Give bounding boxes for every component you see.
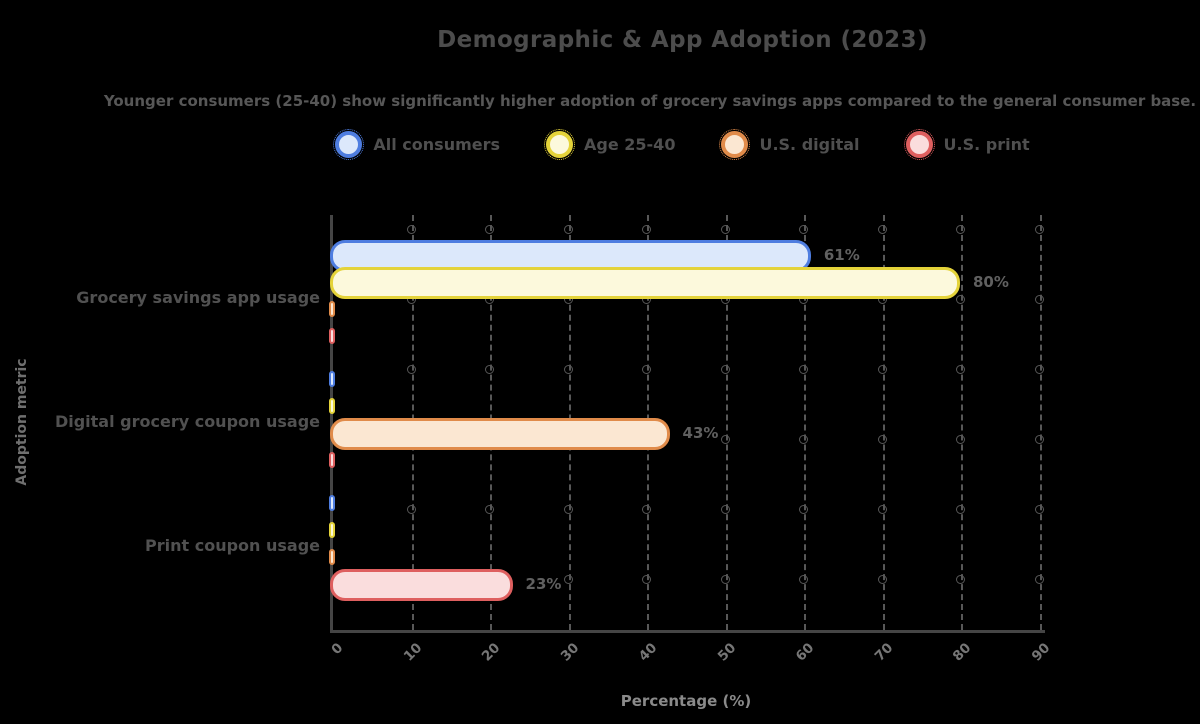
bar-value-label: 23% — [525, 575, 562, 593]
chart-title: Demographic & App Adoption (2023) — [437, 27, 928, 53]
x-tick-label: 70 — [871, 640, 896, 665]
category-label: Digital grocery coupon usage — [54, 412, 320, 431]
y-axis-title: Adoption metric — [14, 358, 30, 486]
legend-item: All consumers — [332, 128, 501, 161]
bar — [330, 267, 960, 299]
bar-value-label: 80% — [973, 273, 1009, 291]
legend-item: U.S. digital — [718, 128, 860, 161]
gridline-loop — [563, 225, 573, 234]
gridline-loop — [877, 505, 887, 514]
gridline-loop — [485, 365, 494, 374]
zero-bar-tick — [329, 452, 335, 468]
gridline-loop — [1034, 225, 1044, 234]
x-tick-label: 30 — [557, 640, 582, 665]
zero-bar-tick — [329, 301, 335, 317]
gridline-loop — [406, 365, 416, 374]
gridline-loop — [720, 505, 730, 514]
legend-marker-icon — [543, 128, 576, 161]
gridline-loop — [563, 365, 573, 374]
gridline-loop — [642, 365, 651, 374]
gridline-loop — [956, 365, 965, 374]
gridline — [961, 215, 963, 630]
x-axis-title: Percentage (%) — [620, 692, 752, 710]
gridline-loop — [720, 365, 730, 374]
gridline-loop — [406, 505, 416, 514]
zero-bar-tick — [329, 328, 335, 344]
x-tick-label: 10 — [400, 640, 425, 665]
gridline-loop — [877, 435, 887, 444]
category-label: Grocery savings app usage — [76, 288, 320, 307]
x-tick-label: 40 — [635, 640, 661, 665]
gridline-loop — [956, 575, 965, 584]
gridline — [1039, 215, 1042, 630]
legend: All consumers Age 25-40 U.S. digital U.S. p… — [165, 128, 1200, 161]
zero-bar-tick — [329, 371, 335, 387]
gridline-loop — [799, 435, 808, 444]
gridline-loop — [799, 575, 808, 584]
gridline — [882, 215, 885, 630]
legend-item: Age 25-40 — [543, 128, 676, 161]
gridline-loop — [1034, 575, 1044, 584]
zero-bar-tick — [329, 495, 335, 511]
x-tick-label: 20 — [478, 640, 504, 665]
legend-marker-icon — [332, 128, 365, 161]
gridline-loop — [956, 505, 965, 514]
gridline-loop — [1034, 505, 1044, 514]
legend-marker-icon — [718, 128, 751, 161]
chart-subtitle: Younger consumers (25-40) show significa… — [103, 92, 1197, 110]
category-label: Print coupon usage — [145, 536, 320, 555]
gridline-loop — [799, 365, 808, 374]
gridline-loop — [956, 225, 965, 234]
bar-value-label: 43% — [682, 424, 719, 442]
gridline-loop — [1034, 365, 1044, 374]
gridline-loop — [877, 365, 887, 374]
gridline-loop — [877, 225, 887, 234]
gridline-loop — [720, 435, 730, 444]
gridline-loop — [956, 295, 965, 304]
gridline-loop — [485, 225, 494, 234]
legend-label: U.S. digital — [759, 135, 860, 154]
legend-label: All consumers — [373, 135, 501, 154]
zero-bar-tick — [329, 398, 335, 414]
legend-item: U.S. print — [903, 128, 1030, 161]
gridline-loop — [563, 575, 573, 584]
x-tick-label: 90 — [1028, 640, 1053, 665]
zero-bar-tick — [329, 522, 335, 538]
bar — [330, 418, 670, 450]
plot-area: 0 10 20 30 40 50 60 70 80 90 61% 80% 43% 23% — [328, 215, 1053, 665]
bar — [330, 569, 513, 601]
x-tick-label: 80 — [949, 640, 975, 665]
gridline — [804, 215, 806, 630]
gridline-loop — [642, 575, 651, 584]
gridline-loop — [877, 575, 887, 584]
legend-label: Age 25-40 — [584, 135, 676, 154]
gridline-loop — [642, 225, 651, 234]
x-tick-label: 0 — [328, 640, 347, 658]
gridline-loop — [1034, 295, 1044, 304]
x-tick-label: 50 — [714, 640, 739, 665]
gridline-loop — [406, 225, 416, 234]
gridline-loop — [485, 505, 494, 514]
gridline-loop — [956, 435, 965, 444]
gridline-loop — [1034, 435, 1044, 444]
gridline-loop — [799, 505, 808, 514]
zero-bar-tick — [329, 549, 335, 565]
legend-marker-icon — [903, 128, 935, 161]
gridline — [725, 215, 728, 630]
gridline-loop — [799, 225, 808, 234]
x-tick-label: 60 — [792, 640, 818, 665]
gridline-loop — [563, 505, 573, 514]
gridline-loop — [720, 575, 730, 584]
gridline-loop — [642, 505, 651, 514]
gridline-loop — [720, 225, 730, 234]
legend-label: U.S. print — [943, 135, 1030, 154]
bar-value-label: 61% — [823, 246, 860, 264]
